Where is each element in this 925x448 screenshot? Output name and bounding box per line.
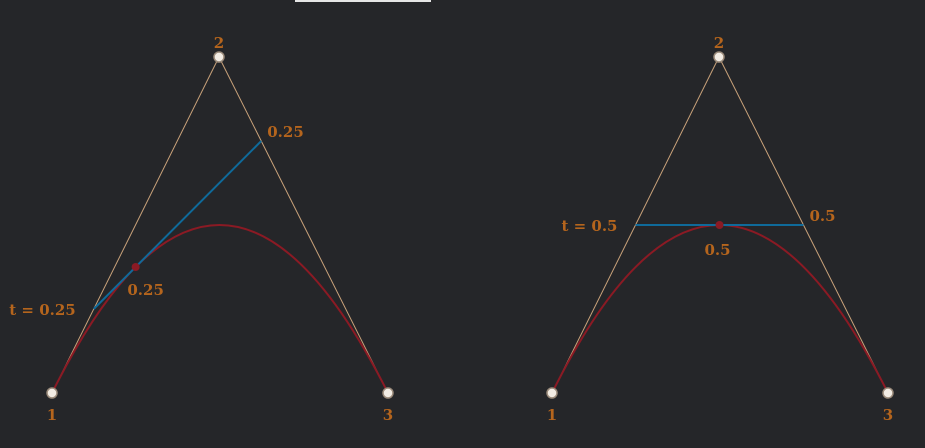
curve-point <box>131 263 140 271</box>
control-point-1[interactable] <box>546 387 558 399</box>
control-point-3[interactable] <box>382 387 394 399</box>
top-scrollbar <box>295 0 431 2</box>
tangent-end-label: 0.25 <box>267 123 304 141</box>
curve-point-label: 0.25 <box>127 281 164 299</box>
control-point-1[interactable] <box>46 387 58 399</box>
tangent-end-label: 0.5 <box>810 207 836 225</box>
control-point-2[interactable] <box>713 51 725 63</box>
point-label-2: 2 <box>214 34 224 52</box>
curve-point-label: 0.5 <box>704 241 730 259</box>
bezier-diagram-left: 1 2 3 t = 0.25 0.25 0.25 <box>9 34 394 424</box>
point-label-1: 1 <box>547 406 557 424</box>
point-label-1: 1 <box>47 406 57 424</box>
point-label-3: 3 <box>383 406 393 424</box>
bezier-curve <box>51 224 389 394</box>
t-label: t = 0.25 <box>9 301 75 319</box>
control-point-3[interactable] <box>882 387 894 399</box>
curve-point <box>715 221 724 229</box>
t-label: t = 0.5 <box>561 217 617 235</box>
point-label-3: 3 <box>883 406 893 424</box>
bezier-diagram-right: 1 2 3 t = 0.5 0.5 0.5 <box>546 34 894 424</box>
tangent-line <box>93 140 262 310</box>
point-label-2: 2 <box>714 34 724 52</box>
control-point-2[interactable] <box>213 51 225 63</box>
